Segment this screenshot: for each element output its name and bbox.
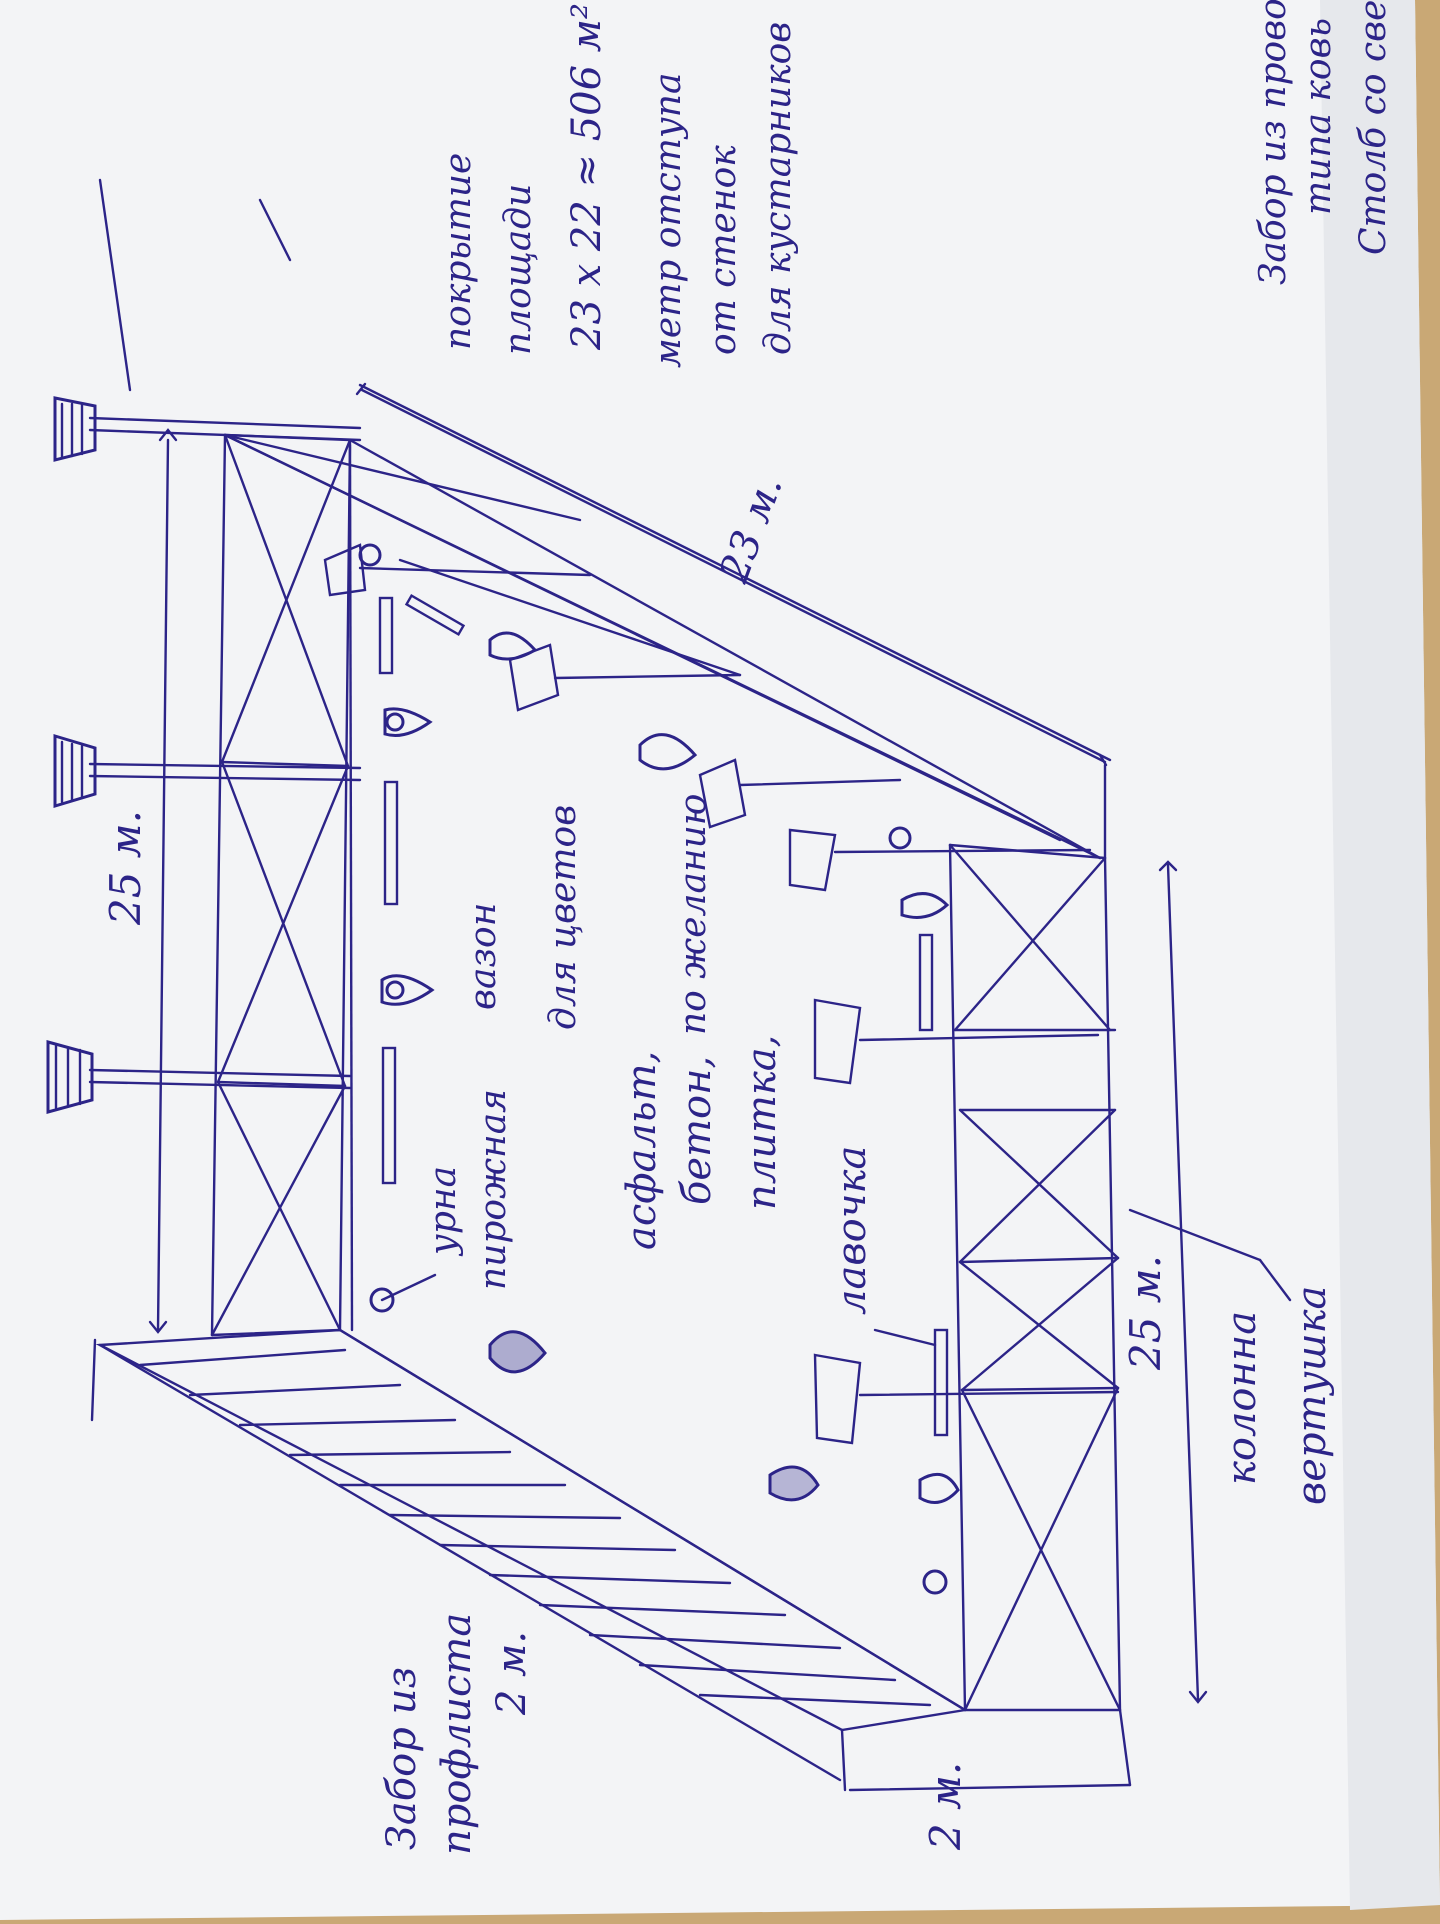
street-lamp-icon bbox=[508, 643, 742, 712]
label-dim-2-left: 2 м. bbox=[489, 1631, 535, 1716]
label-zabor-provod: Забор из провод bbox=[1253, 0, 1294, 285]
label-zabor-left-1: Забор из bbox=[379, 1667, 425, 1850]
label-vertushka: вертушка bbox=[1289, 1286, 1335, 1505]
perspective-lines bbox=[223, 383, 1112, 1332]
label-pokrytie: покрытие bbox=[438, 153, 479, 350]
label-zabor-left-2: профлиста bbox=[434, 1613, 480, 1855]
street-lamp-icon bbox=[813, 998, 1100, 1085]
leader-line bbox=[98, 178, 132, 392]
label-dlya-kustarnikov: для кустарников bbox=[758, 22, 799, 355]
label-plitka: плитка, bbox=[739, 1035, 785, 1210]
label-pirozhnaya: пирожная bbox=[473, 1089, 514, 1290]
label-area-calc: 23 х 22 ≈ 506 м² bbox=[564, 3, 610, 351]
label-asfalt: асфальт, bbox=[619, 1051, 665, 1250]
label-beton: бетон, bbox=[674, 1056, 720, 1205]
label-stolb: Столб со свето bbox=[1353, 0, 1394, 255]
leader-line bbox=[380, 1273, 437, 1302]
street-lamp-icon bbox=[53, 733, 362, 809]
street-lamp-icon bbox=[813, 1353, 1120, 1445]
street-lamp-icon bbox=[323, 543, 592, 597]
dimension-right bbox=[355, 382, 1108, 860]
leader-line bbox=[873, 1328, 937, 1347]
label-po-zhelaniyu: по желанию bbox=[673, 793, 714, 1035]
label-vazon: вазон bbox=[463, 903, 504, 1010]
label-dlya-tsvetov: для цветов bbox=[543, 805, 584, 1030]
label-dim-25-top: 25 м. bbox=[101, 810, 150, 926]
label-lavochka: лавочка bbox=[829, 1146, 875, 1315]
street-lamp-icon bbox=[698, 758, 902, 829]
label-ploshchad: площади bbox=[498, 184, 539, 355]
colonnade-top bbox=[210, 433, 352, 1337]
label-kolonny: колонна bbox=[1219, 1311, 1265, 1485]
bench-icon bbox=[378, 594, 949, 1437]
label-ot-stenok: от стенок bbox=[703, 145, 744, 355]
street-lamp-icon bbox=[788, 828, 1092, 892]
label-dim-25-bottom: 25 м. bbox=[1121, 1255, 1170, 1371]
dimension-top bbox=[148, 428, 178, 1334]
label-tipa-kov: типа ковь bbox=[1298, 18, 1339, 215]
label-metr-otstup: метр отступа bbox=[648, 73, 689, 368]
paper-shadow bbox=[1320, 0, 1440, 1910]
dimension-bottom bbox=[1128, 860, 1292, 1704]
annotations: Столб со свето Забор из провод типа ковь… bbox=[101, 0, 1394, 1855]
label-urna: урна bbox=[423, 1166, 464, 1257]
fence-hatched bbox=[90, 1328, 1132, 1792]
label-dim-2-bottom: 2 м. bbox=[921, 1762, 970, 1851]
leader-line bbox=[258, 198, 292, 262]
